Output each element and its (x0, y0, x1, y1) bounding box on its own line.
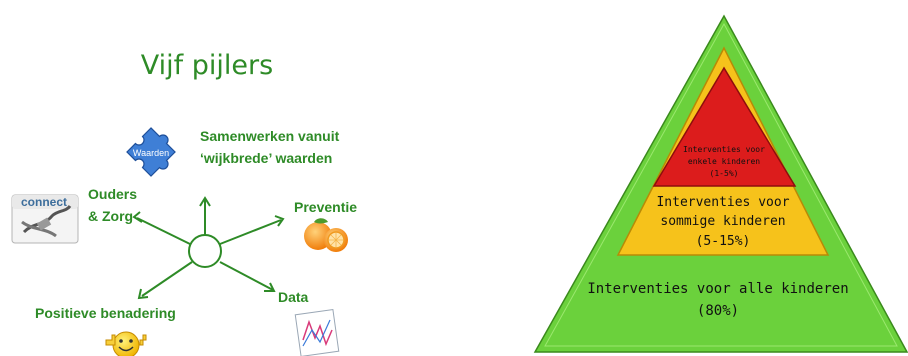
top-tier-line3: (1-5%) (710, 169, 739, 178)
arrow-lower-right (219, 261, 274, 291)
intervention-pyramid (533, 14, 908, 353)
top-tier-line1: Interventies voor (683, 145, 765, 154)
pillar-preventie-label: Preventie (294, 199, 357, 215)
puzzle-piece-icon (126, 127, 176, 177)
arrow-lower-left (141, 261, 193, 297)
top-tier-line2: enkele kinderen (688, 157, 760, 166)
middle-tier-line2: sommige kinderen (660, 214, 785, 229)
pyramid-top-tier (652, 66, 797, 187)
pillar-hub (132, 196, 285, 300)
pillar-ouders-line2: & Zorg (88, 208, 133, 224)
connect-plug-icon (11, 194, 79, 244)
arrow-upper-left (136, 217, 191, 245)
puzzle-label: Waarden (133, 148, 169, 158)
orange-fruit-icon (304, 218, 348, 252)
pillar-ouders-line1: Ouders (88, 186, 137, 202)
hub-circle (188, 234, 222, 268)
line-chart-paper-icon (294, 308, 340, 356)
pillar-positieve-label: Positieve benadering (35, 305, 176, 321)
middle-tier-line3: (5-15%) (696, 234, 751, 249)
bottom-tier-line1: Interventies voor alle kinderen (587, 281, 848, 297)
smiley-thumbs-up-icon (105, 331, 147, 356)
arrow-upper-right (219, 219, 282, 245)
pillar-waarden-line1: Samenwerken vanuit (200, 128, 340, 144)
connect-icon-label: connect (21, 195, 67, 209)
diagram-title: Vijf pijlers (141, 50, 273, 81)
pillar-waarden-line2: ‘wijkbrede’ waarden (200, 150, 332, 166)
bottom-tier-line2: (80%) (697, 303, 739, 319)
pillar-data-label: Data (278, 289, 309, 305)
middle-tier-line1: Interventies voor (656, 195, 789, 210)
